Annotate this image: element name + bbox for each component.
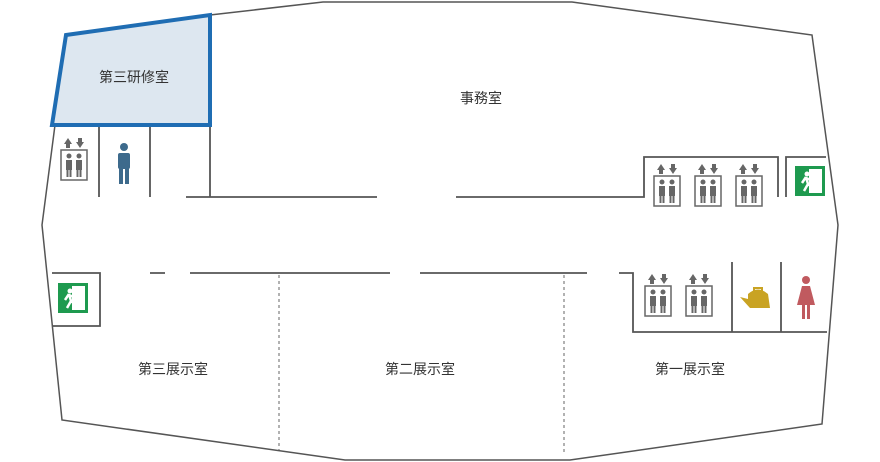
emergency-exit-icon: [56, 281, 90, 315]
room-label-exhibit1[interactable]: 第一展示室: [655, 362, 725, 378]
mens-restroom-icon: [118, 143, 130, 184]
womens-restroom-icon: [797, 276, 815, 319]
walls: [52, 125, 827, 333]
kettle-icon: [740, 287, 770, 308]
emergency-exit-icon: [793, 164, 827, 198]
room-training3-highlight: [49, 12, 212, 127]
room-label-office[interactable]: 事務室: [460, 91, 502, 107]
room-label-exhibit3[interactable]: 第三展示室: [138, 362, 208, 378]
room-label-training3[interactable]: 第三研修室: [99, 70, 169, 86]
room-label-exhibit2[interactable]: 第二展示室: [385, 362, 455, 378]
